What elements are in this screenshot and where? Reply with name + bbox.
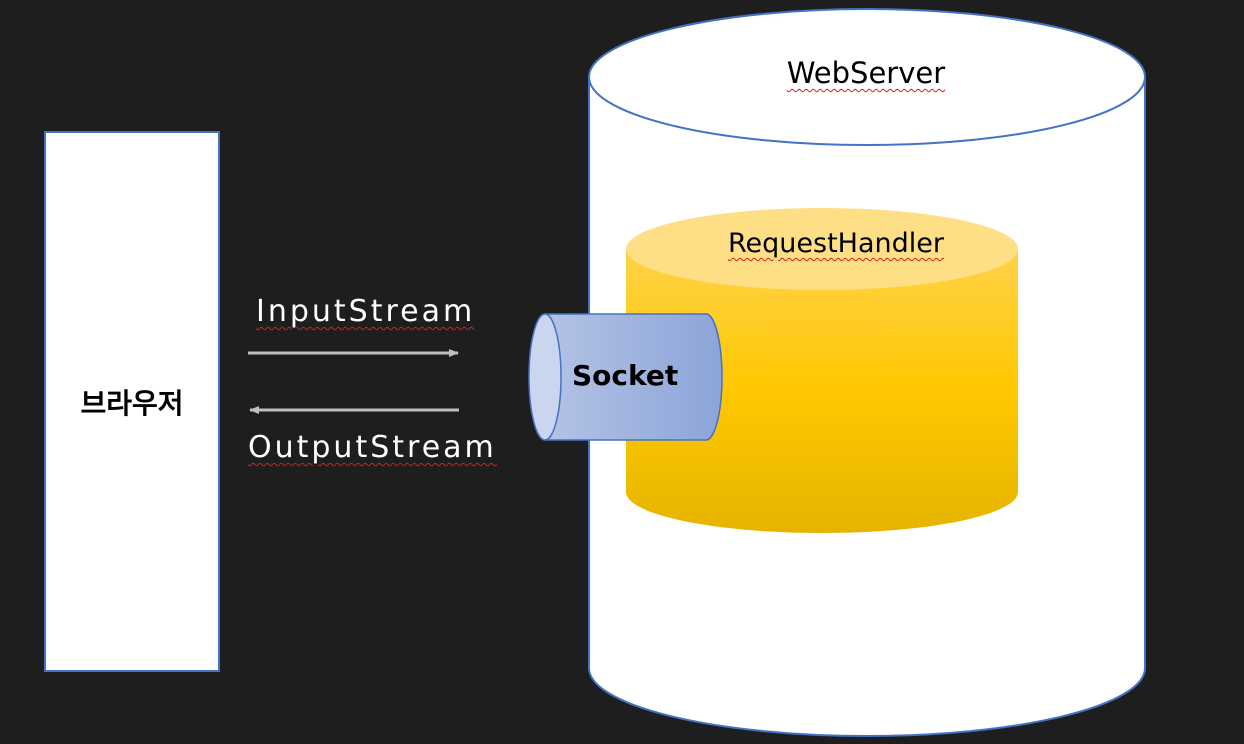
- browser-label: 브라우저: [80, 386, 184, 420]
- input-stream-label: InputStream: [256, 294, 476, 329]
- output-stream-label: OutputStream: [248, 430, 497, 465]
- request-handler-cylinder: [626, 208, 1018, 533]
- webserver-label-text: WebServer: [786, 56, 946, 90]
- webserver-label: WebServer: [588, 56, 1144, 90]
- socket-label: Socket: [572, 359, 679, 392]
- browser-box: 브라우저: [44, 131, 220, 672]
- request-handler-label-text: RequestHandler: [728, 228, 944, 259]
- socket-cylinder: [528, 313, 723, 441]
- request-handler-label: RequestHandler: [626, 228, 1046, 259]
